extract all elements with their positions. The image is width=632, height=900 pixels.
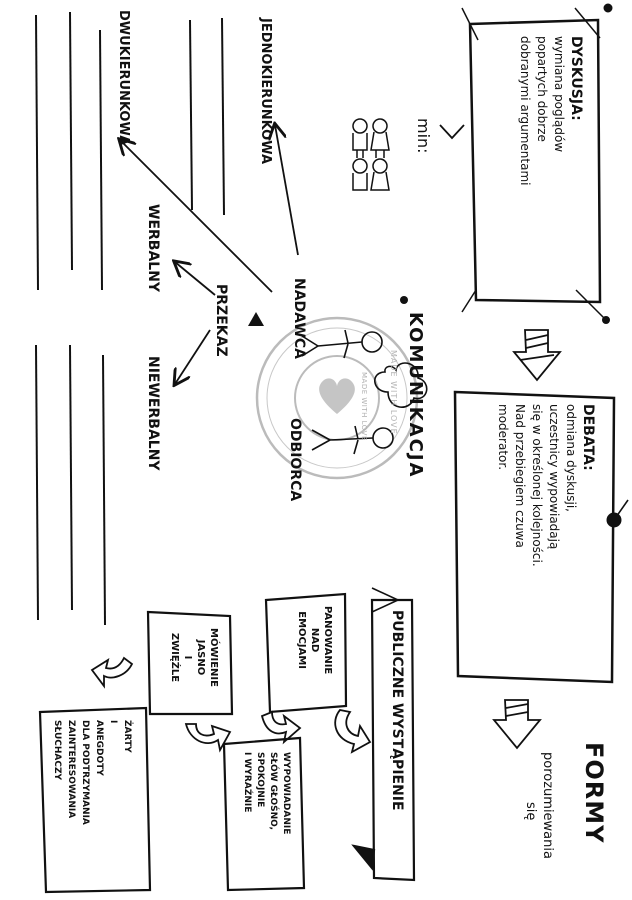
zarty-box xyxy=(38,706,152,894)
zarty-line-2: I xyxy=(108,720,118,724)
dyskusja-line-1: wymiana poglądów xyxy=(552,36,566,153)
debata-box xyxy=(453,390,629,684)
komunikacja-bullet xyxy=(400,296,408,304)
zarty-text: ŻARTY I ANEGDOTY DLA PODTRZYMANIA ZAINTE… xyxy=(50,720,134,825)
striped-arrow-down xyxy=(512,329,562,382)
curved-arrows xyxy=(90,656,372,754)
striped-arrow-formy xyxy=(492,699,542,750)
flow-arrows xyxy=(120,125,299,384)
nadawca-label: NADAWCA xyxy=(291,278,307,359)
person-icons xyxy=(352,118,390,191)
mowienie-line-3: I xyxy=(182,655,193,660)
porozumiewania-label: porozumiewania się xyxy=(522,752,556,859)
dyskusja-line-3: dobranymi argumentami xyxy=(518,36,532,186)
przekaz-arrow xyxy=(248,312,264,326)
publiczne-banner xyxy=(351,587,416,882)
odbiorca-label: ODBIORCA xyxy=(287,418,303,502)
debata-line-4: Nad przebiegiem czuwa xyxy=(513,404,527,548)
zarty-line-1: ŻARTY xyxy=(122,720,132,753)
dyskusja-text: DYSKUSJA: wymiana poglądów popartych dob… xyxy=(516,36,584,185)
publiczne-label: PUBLICZNE WYSTĄPIENIE xyxy=(389,610,405,811)
panowanie-line-3: EMOCJAMI xyxy=(296,611,307,670)
debata-line-2: uczestnicy wypowiadają xyxy=(547,404,561,550)
jednokierunkowa-label: JEDNOKIERUNKOWA xyxy=(258,18,273,165)
dyskusja-line-2: popartych dobrze xyxy=(535,36,549,142)
wypowiadanie-text: WYPOWIADANIE SŁÓW GŁOŚNO, SPOKOJNIE I WY… xyxy=(240,752,292,834)
mowienie-box xyxy=(146,610,234,716)
wypowiadanie-line-4: I WYRAŹNIE xyxy=(242,752,252,813)
panowanie-box xyxy=(264,592,348,714)
wypowiadanie-box xyxy=(222,736,306,892)
wypowiadanie-line-1: WYPOWIADANIE xyxy=(281,752,291,835)
zarty-line-3: ANEGDOTY xyxy=(94,720,104,776)
debata-line-5: moderator. xyxy=(496,404,510,471)
communication-figures xyxy=(301,329,428,455)
porozumiewania-line-2: się xyxy=(523,802,538,821)
wypowiadanie-line-2: SŁÓW GŁOŚNO, xyxy=(268,752,278,831)
zarty-line-5: ZAINTERESOWANIA xyxy=(66,720,76,819)
debata-text: DEBATA: odmiana dyskusji, uczestnicy wyp… xyxy=(494,404,596,567)
heart-icon xyxy=(319,378,355,414)
dyskusja-box xyxy=(461,3,613,324)
przekaz-label: PRZEKAZ xyxy=(213,284,229,357)
zarty-line-4: DLA PODTRZYMANIA xyxy=(80,720,90,825)
werbalny-label: WERBALNY xyxy=(145,204,161,293)
debata-line-1: odmiana dyskusji, xyxy=(564,404,578,512)
mowienie-line-4: ZWIĘŹLE xyxy=(169,632,180,683)
mowienie-line-1: MÓWIENIE xyxy=(208,628,219,687)
dwukierunkowa-label: DWUKIERUNKOWA xyxy=(116,10,131,146)
wypowiadanie-line-3: SPOKOJNIE xyxy=(255,752,265,808)
min-label: min: xyxy=(414,118,433,154)
stamp-center-text: MADE WITH LOVE xyxy=(360,372,368,441)
panowanie-line-1: PANOWANIE xyxy=(322,606,333,675)
porozumiewania-line-1: porozumiewania xyxy=(540,752,555,859)
komunikacja-label: KOMUNIKACJA xyxy=(405,312,426,479)
formy-title: FORMY xyxy=(580,742,608,844)
zarty-line-6: SŁUCHACZY xyxy=(52,720,62,780)
mowienie-text: MÓWIENIE JASNO I ZWIĘŹLE xyxy=(168,628,220,687)
niewerbalny-label: NIEWERBALNY xyxy=(145,356,161,471)
stamp-outer-text: MADE WITH LOVE xyxy=(389,350,398,435)
debata-line-3: się w określonej kolejności. xyxy=(530,404,544,567)
dyskusja-heading: DYSKUSJA: xyxy=(568,36,584,121)
panowanie-text: PANOWANIE NAD EMOCJAMI xyxy=(295,606,334,674)
mowienie-line-2: JASNO xyxy=(195,639,206,676)
debata-heading: DEBATA: xyxy=(580,404,596,471)
min-arrow xyxy=(439,124,465,140)
note-lines xyxy=(35,11,225,626)
panowanie-line-2: NAD xyxy=(309,627,320,653)
